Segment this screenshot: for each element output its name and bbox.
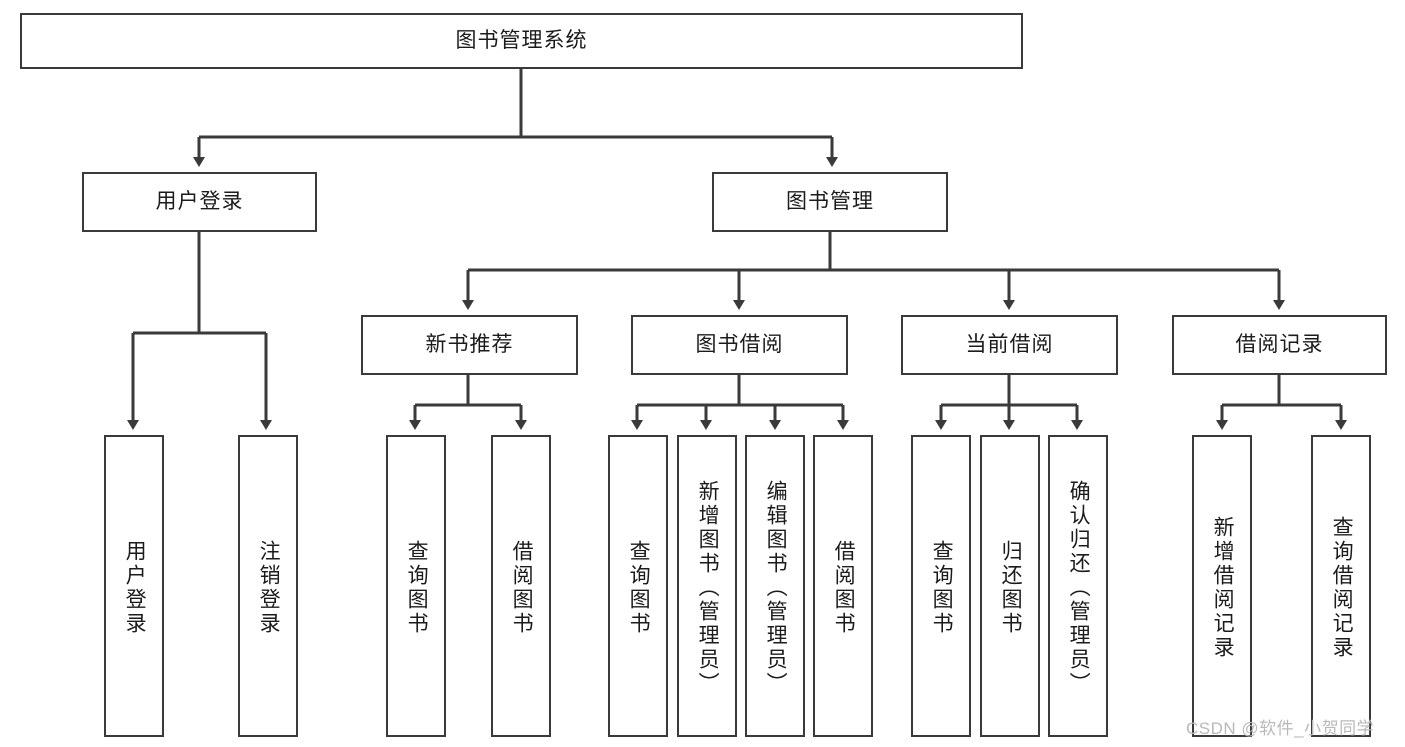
leaf-user-login-logout[interactable]: 注销登录 bbox=[238, 435, 298, 737]
node-label: 归还图书 bbox=[999, 540, 1023, 636]
leaf-current-borrow-confirm-return[interactable]: 确认归还（管理员） bbox=[1048, 435, 1108, 737]
leaf-book-borrow-edit[interactable]: 编辑图书（管理员） bbox=[745, 435, 805, 737]
node-label: 新增借阅记录 bbox=[1211, 516, 1235, 660]
leaf-user-login-login[interactable]: 用户登录 bbox=[104, 435, 164, 737]
node-label: 借阅记录 bbox=[1235, 333, 1324, 357]
node-label: 当前借阅 bbox=[965, 333, 1054, 357]
node-root-system[interactable]: 图书管理系统 bbox=[20, 13, 1023, 69]
node-label: 查询图书 bbox=[405, 540, 429, 636]
leaf-book-borrow-lend[interactable]: 借阅图书 bbox=[813, 435, 873, 737]
csdn-watermark: CSDN @软件_小贺同学 bbox=[1186, 719, 1375, 738]
node-current-borrow[interactable]: 当前借阅 bbox=[901, 315, 1118, 375]
leaf-book-borrow-add[interactable]: 新增图书（管理员） bbox=[677, 435, 737, 737]
node-label: 编辑图书（管理员） bbox=[764, 480, 788, 696]
node-label: 确认归还（管理员） bbox=[1067, 480, 1091, 696]
node-label: 借阅图书 bbox=[832, 540, 856, 636]
leaf-book-borrow-query[interactable]: 查询图书 bbox=[608, 435, 668, 737]
node-book-borrow[interactable]: 图书借阅 bbox=[631, 315, 848, 375]
node-label: 用户登录 bbox=[155, 190, 244, 214]
leaf-new-book-query[interactable]: 查询图书 bbox=[386, 435, 446, 737]
leaf-borrow-records-add[interactable]: 新增借阅记录 bbox=[1192, 435, 1252, 737]
node-label: 借阅图书 bbox=[510, 540, 534, 636]
node-book-management[interactable]: 图书管理 bbox=[712, 172, 948, 232]
node-label: 图书管理系统 bbox=[455, 29, 588, 53]
node-label: 查询图书 bbox=[627, 540, 651, 636]
node-user-login[interactable]: 用户登录 bbox=[82, 172, 317, 232]
leaf-new-book-borrow[interactable]: 借阅图书 bbox=[491, 435, 551, 737]
node-label: 注销登录 bbox=[257, 540, 281, 636]
leaf-current-borrow-query[interactable]: 查询图书 bbox=[911, 435, 971, 737]
leaf-borrow-records-query[interactable]: 查询借阅记录 bbox=[1311, 435, 1371, 737]
node-label: 查询图书 bbox=[930, 540, 954, 636]
node-label: 新增图书（管理员） bbox=[696, 480, 720, 696]
node-borrow-records[interactable]: 借阅记录 bbox=[1172, 315, 1387, 375]
node-label: 新书推荐 bbox=[425, 333, 514, 357]
node-new-book-recommend[interactable]: 新书推荐 bbox=[361, 315, 578, 375]
leaf-current-borrow-return[interactable]: 归还图书 bbox=[980, 435, 1040, 737]
node-label: 查询借阅记录 bbox=[1330, 516, 1354, 660]
node-label: 用户登录 bbox=[123, 540, 147, 636]
node-label: 图书借阅 bbox=[695, 333, 784, 357]
node-label: 图书管理 bbox=[786, 190, 874, 214]
